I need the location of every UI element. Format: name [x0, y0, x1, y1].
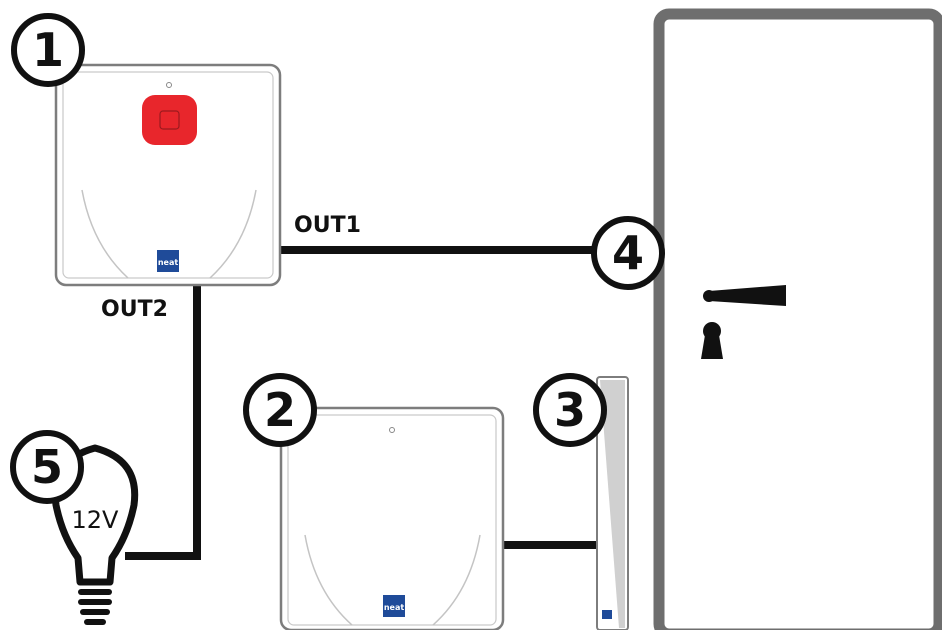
svg-text:5: 5: [31, 440, 63, 494]
badge-5: 5: [10, 430, 84, 504]
door-frame: [653, 8, 942, 630]
badge-1: 1: [11, 13, 85, 87]
brand-logo: neat: [383, 595, 405, 617]
red-button: [142, 95, 197, 145]
slim-reader-device: [596, 376, 629, 630]
svg-text:2: 2: [264, 383, 296, 437]
svg-text:neat: neat: [384, 603, 405, 612]
svg-text:3: 3: [554, 383, 586, 437]
door-handle-icon: [703, 285, 786, 306]
wires: [125, 246, 598, 560]
badge-3: 3: [533, 373, 607, 447]
door: [653, 8, 942, 630]
reader-device: neat: [279, 406, 505, 630]
badge-4: 4: [591, 216, 665, 290]
keyhole-icon: [701, 322, 723, 359]
out2-label: OUT2: [101, 297, 168, 322]
svg-text:4: 4: [612, 226, 644, 280]
voltage-label: 12V: [72, 506, 120, 534]
svg-text:neat: neat: [158, 258, 179, 267]
controller-device: neat: [54, 63, 282, 287]
brand-logo: neat: [157, 250, 179, 272]
badge-2: 2: [243, 373, 317, 447]
out1-label: OUT1: [294, 213, 361, 238]
wire-out2: [125, 284, 201, 560]
svg-text:1: 1: [32, 23, 64, 77]
